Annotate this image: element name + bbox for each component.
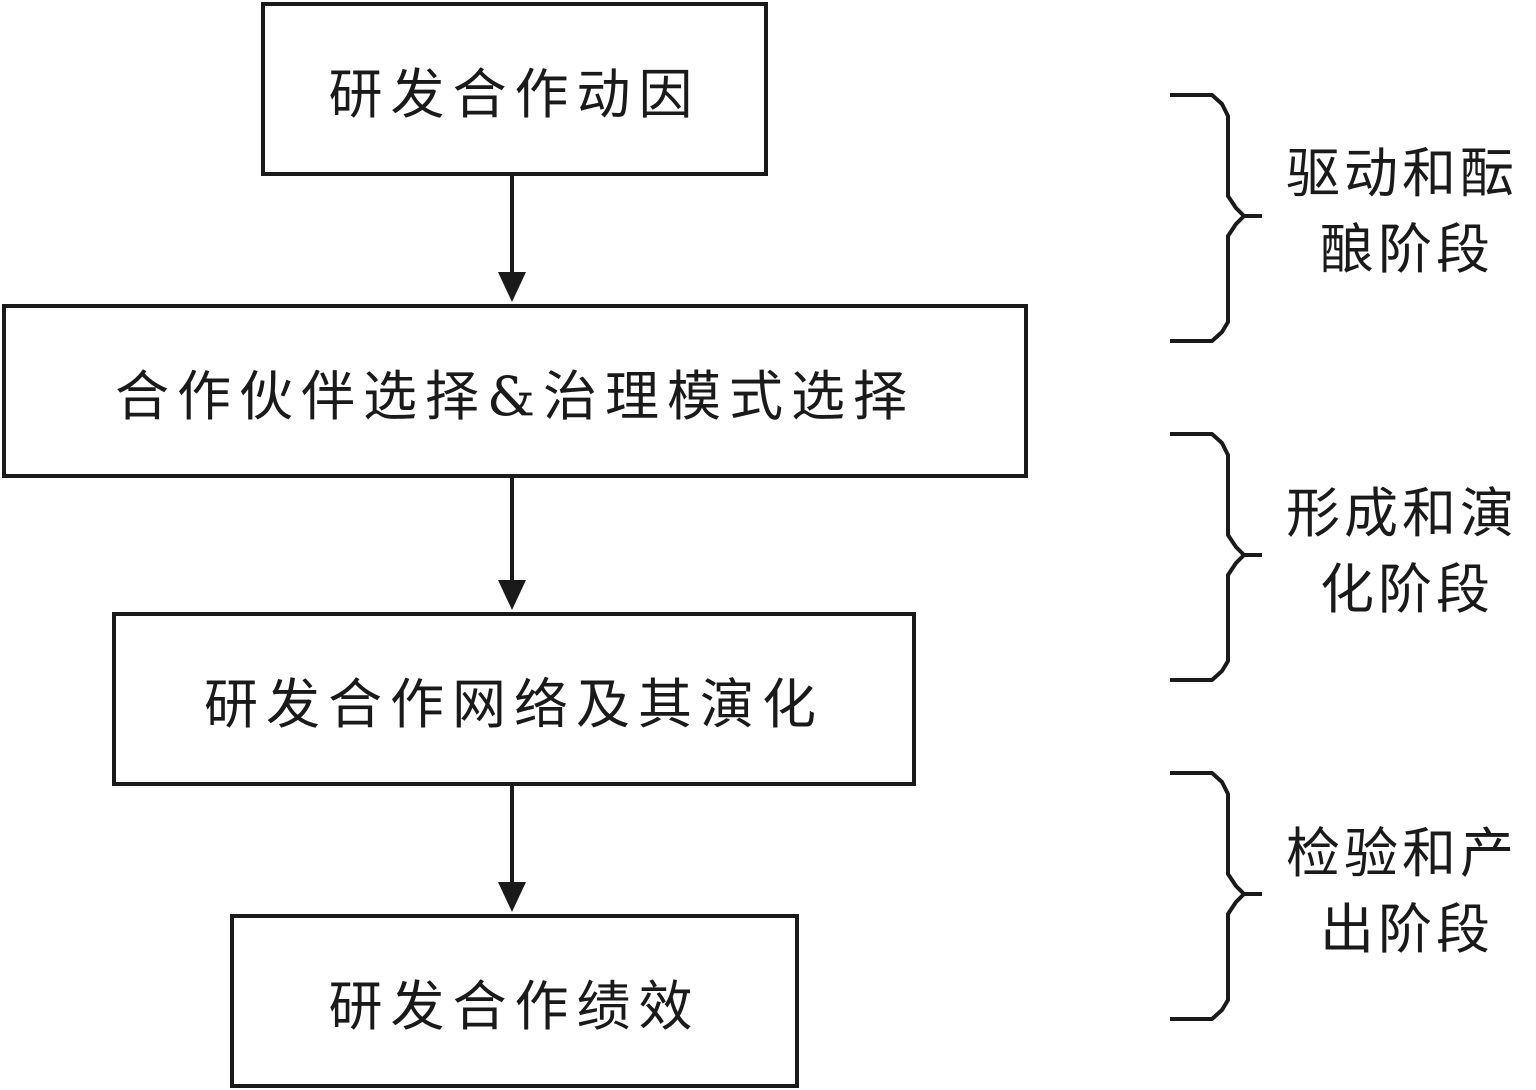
stage-label-line1: 驱动和酝	[1286, 142, 1518, 205]
arrowhead-1-2	[498, 272, 526, 302]
stage-label-line2: 化阶段	[1320, 558, 1494, 621]
brace-1	[1170, 93, 1262, 343]
step-box-partner-governance-selection: 合作伙伴选择&治理模式选择	[2, 304, 1028, 478]
arrowhead-2-3	[498, 580, 526, 610]
step-box-network-evolution: 研发合作网络及其演化	[112, 612, 916, 786]
stage-label-line2: 酿阶段	[1320, 218, 1494, 281]
step-label: 合作伙伴选择&治理模式选择	[114, 364, 916, 428]
brace-2	[1170, 432, 1262, 682]
arrowhead-3-4	[498, 882, 526, 912]
step-label: 研发合作网络及其演化	[204, 672, 824, 736]
stage-label-formation: 形成和演 化阶段	[1286, 476, 1536, 628]
stage-label-testing: 检验和产 出阶段	[1286, 816, 1536, 968]
stage-label-line2: 出阶段	[1320, 898, 1494, 961]
step-box-performance: 研发合作绩效	[230, 914, 799, 1088]
step-label: 研发合作动因	[328, 62, 701, 126]
stage-label-driving: 驱动和酝 酿阶段	[1286, 136, 1536, 288]
stage-label-line1: 检验和产	[1286, 822, 1518, 885]
stage-label-line1: 形成和演	[1286, 482, 1518, 545]
step-label: 研发合作绩效	[328, 974, 701, 1038]
brace-3	[1170, 771, 1262, 1021]
step-box-motivation: 研发合作动因	[261, 2, 768, 176]
